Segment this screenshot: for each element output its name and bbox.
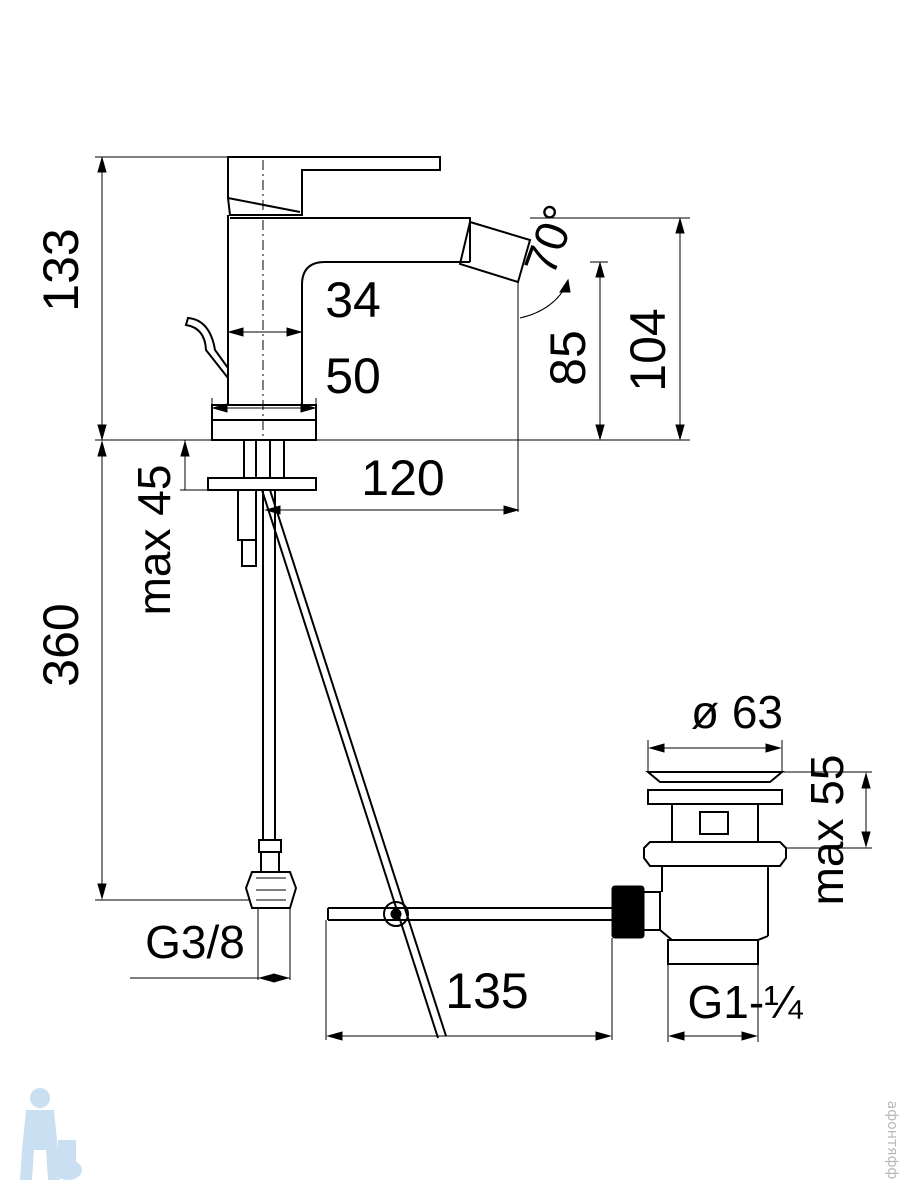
- dimension-aerator-height: 85: [540, 330, 596, 386]
- dimension-rod-length: 135: [445, 963, 528, 1019]
- dimension-hose-connection: G3/8: [145, 916, 245, 968]
- side-watermark-text: афонтяфф: [884, 1101, 900, 1180]
- dimension-base-width: 50: [325, 348, 381, 404]
- dimension-drain-thread: G1-¼: [687, 976, 803, 1028]
- dimension-spout-height: 104: [620, 308, 676, 391]
- dimension-swivel-angle: 70°: [514, 198, 587, 281]
- dimension-spout-reach: 120: [361, 450, 444, 506]
- dimension-drain-diameter: ø 63: [691, 686, 783, 738]
- plumber-mascot-logo: [20, 1088, 82, 1180]
- dimension-max-deck: max 45: [128, 465, 180, 616]
- dimension-max-drain-depth: max 55: [801, 755, 853, 906]
- dimension-body-width: 34: [325, 272, 381, 328]
- dimension-total-height: 133: [33, 228, 89, 311]
- popup-rod: [261, 489, 661, 1039]
- dimension-lines: [95, 156, 872, 1042]
- dimension-hose-length: 360: [33, 603, 89, 686]
- drain-assembly: [643, 771, 787, 965]
